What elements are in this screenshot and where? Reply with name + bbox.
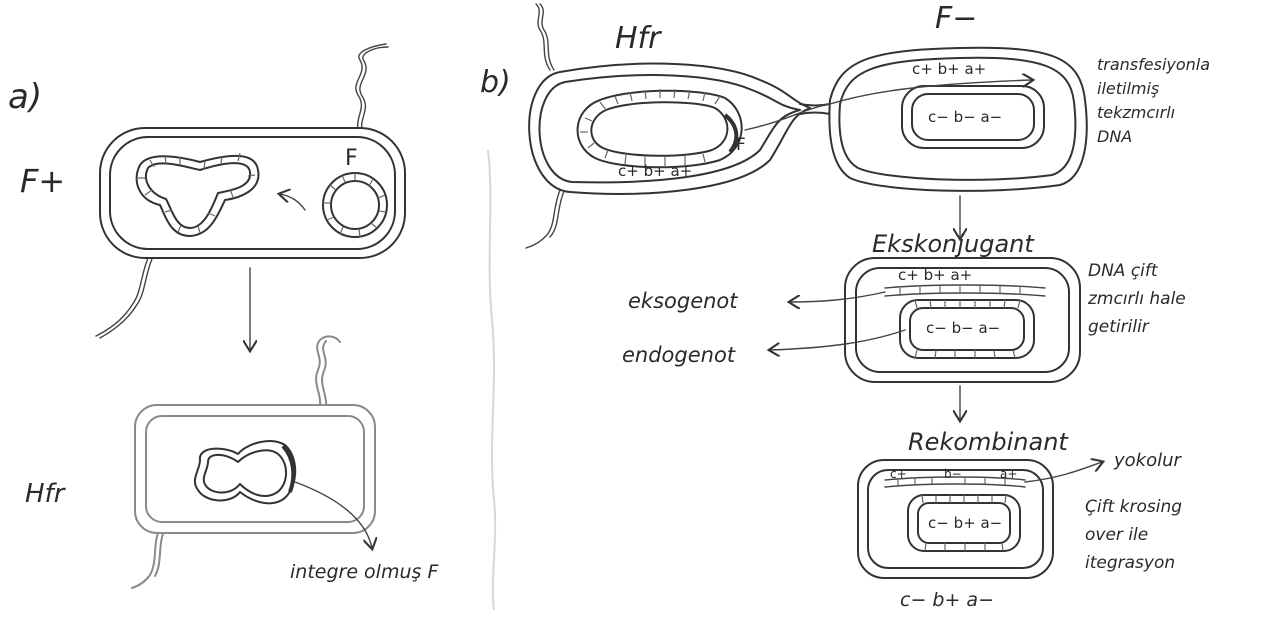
recombinant-note: Çift krosing over ile itegrasyon <box>1085 497 1187 573</box>
recombinant-outer-gene: a+ <box>1000 467 1017 481</box>
hfr-label-a: Hfr <box>25 479 67 509</box>
transfer-note-line: tekzmcırlı <box>1097 103 1175 122</box>
f-minus-label: F− <box>935 1 977 36</box>
panel-b-label: b) <box>480 65 511 100</box>
transfer-note-line: iletilmiş <box>1097 79 1159 98</box>
exconjugant-title: Ekskonjugant <box>872 230 1035 258</box>
recombinant-outer-gene: c+ <box>890 467 907 481</box>
endogenote-label: endogenot <box>622 343 736 367</box>
panel-a-label: a) <box>8 77 42 117</box>
recipient-genes: c− b− a− <box>928 108 1002 126</box>
recombinant-title: Rekombinant <box>908 428 1069 456</box>
donor-f-label: F <box>736 135 746 155</box>
transfer-note: transfesiyonla iletilmiş tekzmcırlı DNA <box>1097 55 1215 146</box>
exogenote-genes: c+ b+ a+ <box>898 266 972 284</box>
hfr-cell-wall-outer <box>135 405 375 533</box>
transfer-note-line: DNA <box>1097 127 1132 146</box>
recombinant-note-line: itegrasyon <box>1085 553 1175 573</box>
exconjugant-note-line: zmcırlı hale <box>1087 289 1186 309</box>
endogenote-genes: c− b− a− <box>926 319 1000 337</box>
panel-b: b) <box>480 1 1215 611</box>
recombinant-inner-genes: c− b+ a− <box>928 514 1002 532</box>
panel-divider <box>488 150 495 610</box>
exconjugant-note-line: DNA çift <box>1088 261 1159 281</box>
f-plus-cell-wall-outer <box>100 128 405 258</box>
hfr-donor-label: Hfr <box>615 21 662 56</box>
f-plus-label: F+ <box>20 162 65 200</box>
recombinant-bottom-genes: c− b+ a− <box>900 589 994 611</box>
donor-genes: c+ b+ a+ <box>618 162 692 180</box>
exconjugant-note-line: getirilir <box>1088 317 1150 337</box>
degraded-label: yokolur <box>1113 450 1183 471</box>
f-plasmid-label: F <box>345 146 358 171</box>
recombinant-note-line: over ile <box>1085 525 1148 545</box>
panel-a: a) <box>8 44 439 588</box>
integrated-f-annotation: integre olmuş F <box>290 561 439 583</box>
hfr-cell-a <box>132 336 375 588</box>
transfer-note-line: transfesiyonla <box>1097 55 1210 74</box>
recombinant-outer-gene: b− <box>944 467 962 481</box>
exconjugant-note: DNA çift zmcırlı hale getirilir <box>1087 261 1191 337</box>
transferred-genes: c+ b+ a+ <box>912 60 986 78</box>
recombinant-note-line: Çift krosing <box>1085 497 1182 517</box>
conjugation-pair <box>526 4 1087 248</box>
exogenote-label: eksogenot <box>628 289 738 313</box>
